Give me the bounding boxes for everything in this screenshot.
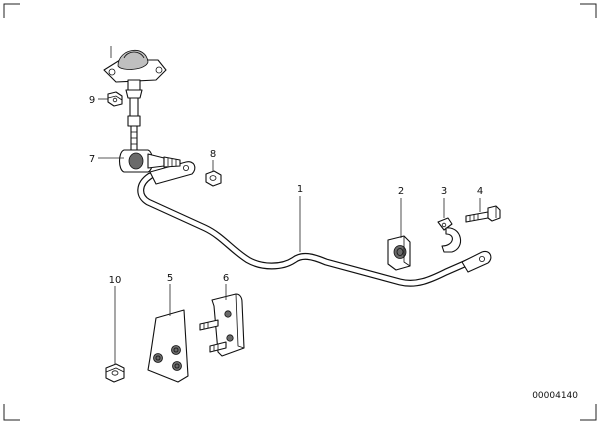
- stabilizer-bar-part: [137, 161, 492, 287]
- bracket-part-5: [147, 309, 189, 383]
- callout-6: 6: [223, 273, 229, 284]
- callout-4: 4: [477, 186, 483, 197]
- holder-clamp-part: [437, 217, 462, 253]
- callout-5: 5: [167, 273, 173, 284]
- callout-10: 10: [109, 275, 122, 286]
- callout-9: 9: [89, 95, 95, 106]
- frame-corner-tl: [3, 3, 20, 18]
- callout-7: 7: [89, 154, 95, 165]
- nut-part-10: [105, 363, 125, 383]
- reference-code: 00004140: [532, 391, 578, 401]
- callout-8: 8: [210, 149, 216, 160]
- callout-3: 3: [441, 186, 447, 197]
- nut-part-9: [107, 91, 123, 107]
- callout-1: 1: [297, 184, 303, 195]
- rubber-mounting-part: [387, 235, 411, 271]
- hex-bolt-part: [465, 205, 501, 223]
- frame-corner-bl: [3, 404, 20, 421]
- stabilizer-link-part: [103, 49, 181, 173]
- nut-part-8: [205, 170, 222, 187]
- callout-2: 2: [398, 186, 404, 197]
- frame-corner-br: [580, 404, 597, 421]
- bracket-part-6: [199, 293, 245, 357]
- leader-lines: [98, 46, 481, 364]
- frame-corner-tr: [580, 3, 597, 18]
